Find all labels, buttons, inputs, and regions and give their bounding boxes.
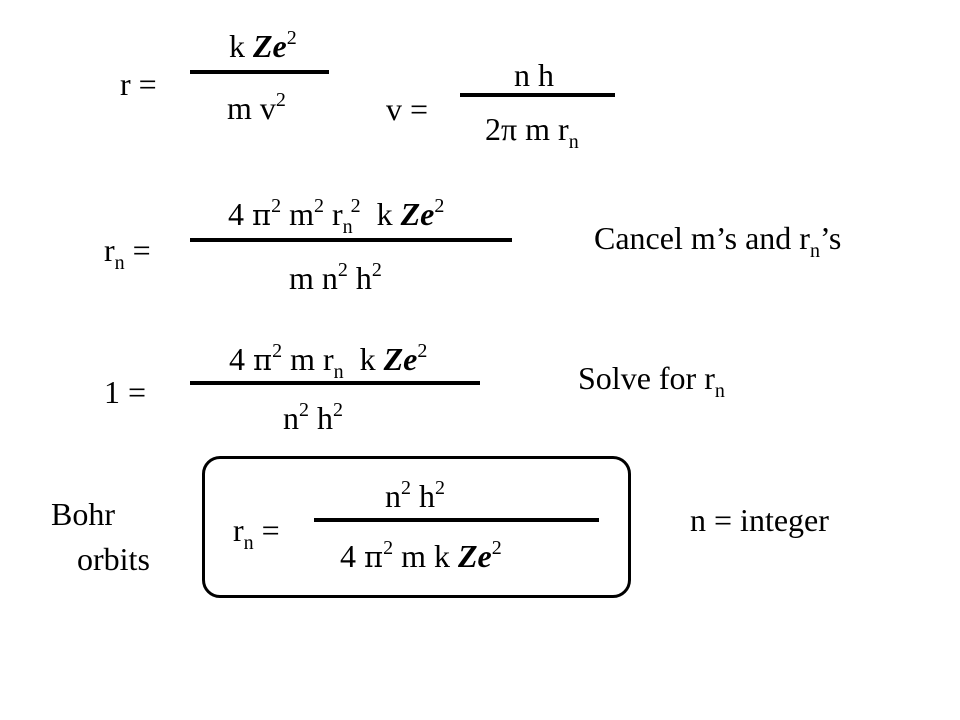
- eq2-lhs: v =: [386, 91, 429, 127]
- eq3-denominator: m n2 h2: [289, 259, 382, 296]
- orbits-label: orbits: [77, 541, 150, 577]
- eq4-numerator: 4 π2 m rn k Ze2: [229, 340, 428, 383]
- eq1-denominator: m v2: [227, 89, 286, 126]
- eq1-numerator: k Ze2: [229, 27, 297, 64]
- eq5-numerator: n2 h2: [385, 477, 445, 514]
- eq2-fraction-bar: [460, 93, 615, 97]
- eq1-lhs: r =: [120, 66, 157, 102]
- eq5-lhs: rn =: [233, 512, 280, 554]
- eq3-numerator: 4 π2 m2 rn2 k Ze2: [228, 195, 445, 238]
- eq2-denominator: 2π m rn: [485, 111, 579, 153]
- eq5-denominator: 4 π2 m k Ze2: [340, 537, 502, 574]
- eq1-fraction-bar: [190, 70, 329, 74]
- eq3-note: Cancel m’s and rn’s: [594, 220, 842, 262]
- eq5-note: n = integer: [690, 502, 829, 538]
- eq4-denominator: n2 h2: [283, 399, 343, 436]
- eq4-fraction-bar: [190, 381, 480, 385]
- bohr-label: Bohr: [51, 496, 115, 532]
- eq5-fraction-bar: [314, 518, 599, 522]
- eq2-numerator: n h: [514, 57, 554, 93]
- eq4-note: Solve for rn: [578, 360, 725, 402]
- eq3-lhs: rn =: [104, 232, 151, 274]
- eq3-fraction-bar: [190, 238, 512, 242]
- result-box: [202, 456, 631, 598]
- eq4-lhs: 1 =: [104, 374, 147, 410]
